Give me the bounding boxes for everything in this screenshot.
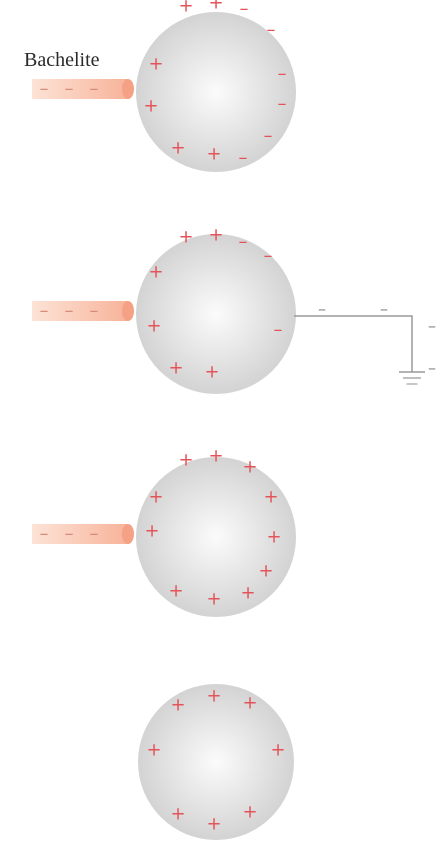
conducting-sphere [136,457,296,617]
flowing-electron: – [318,300,326,319]
positive-charge: + [206,814,221,835]
positive-charge: + [266,527,281,548]
positive-charge: + [144,521,159,542]
negative-charge: – [240,0,249,20]
rod-charge: – [40,301,49,322]
rod-tip [122,79,134,99]
positive-charge: + [208,446,223,467]
bakelite-rod: ––– [32,524,134,545]
flowing-electron: – [428,359,436,378]
rod-tip [122,524,134,544]
bakelite-rod: ––– [32,79,134,100]
positive-charge: + [208,225,223,246]
rod-tip [122,301,134,321]
positive-charge: + [206,589,221,610]
rod-charge: – [90,79,99,100]
stages-layer: –––++––––––++++–––––––++–––++++–––++++++… [32,0,436,840]
positive-charge: + [206,144,221,165]
conducting-sphere [136,12,296,172]
ground-wire [294,315,413,372]
rod-label: Bachelite [24,49,100,71]
negative-charge: – [278,64,287,85]
positive-charge: + [148,262,163,283]
positive-charge: + [178,0,193,17]
rod-charge: – [40,79,49,100]
positive-charge: + [204,362,219,383]
stage-3: –––+++++++++++ [32,446,296,617]
conducting-sphere [138,684,294,840]
rod-charge: – [90,524,99,545]
positive-charge: + [146,316,161,337]
positive-charge: + [242,457,257,478]
positive-charge: + [178,227,193,248]
positive-charge: + [148,487,163,508]
rod-charge: – [40,524,49,545]
positive-charge: + [258,561,273,582]
negative-charge: – [239,232,248,253]
bakelite-rod: ––– [32,301,134,322]
stage-1: –––++––––––++++ [32,0,296,172]
ground-connection: – – – – [294,300,436,385]
positive-charge: + [148,54,163,75]
rod-body [32,301,128,321]
rod-charge: – [65,524,74,545]
rod-charge: – [65,79,74,100]
flowing-electron: – [428,317,436,336]
positive-charge: + [170,804,185,825]
negative-charge: – [264,246,273,267]
stage-4: + + + + + + + + [138,684,294,840]
positive-charge: + [242,693,257,714]
positive-charge: + [263,487,278,508]
rod-charge: – [90,301,99,322]
positive-charge: + [208,0,223,14]
stage-2: –––––––++–––++++ [32,225,436,394]
positive-charge: + [178,450,193,471]
negative-charge: – [274,320,283,341]
negative-charge: – [239,148,248,169]
positive-charge: + [170,138,185,159]
rod-body [32,524,128,544]
negative-charge: – [278,94,287,115]
rod-charge: – [65,301,74,322]
positive-charge: + [168,358,183,379]
positive-charge: + [143,96,158,117]
negative-charge: – [264,126,273,147]
flowing-electron: – [380,300,388,319]
positive-charge: + [146,740,161,761]
negative-charge: – [267,20,276,41]
positive-charge: + [242,802,257,823]
positive-charge: + [170,695,185,716]
conducting-sphere [136,234,296,394]
positive-charge: + [168,581,183,602]
rod-body [32,79,128,99]
positive-charge: + [240,583,255,604]
positive-charge: + [270,740,285,761]
positive-charge: + [206,686,221,707]
